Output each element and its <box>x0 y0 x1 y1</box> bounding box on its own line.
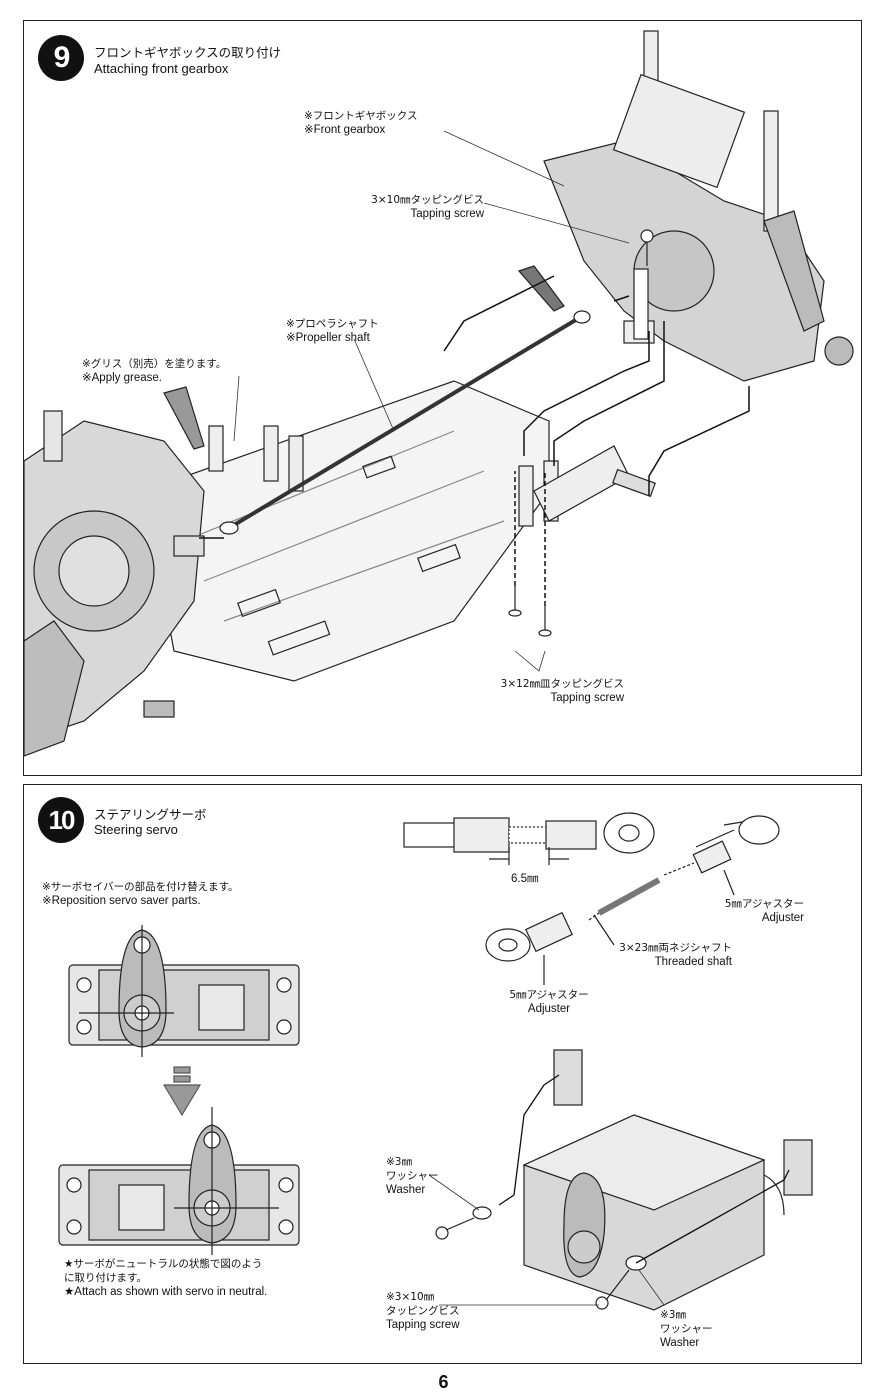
label-tapping-screw-3x10: 3×10㎜タッピングビス Tapping screw <box>371 194 484 220</box>
rear-output-cup <box>173 535 205 557</box>
grease-tube-a <box>163 386 205 450</box>
step9-panel: 9 フロントギヤボックスの取り付け Attaching front gearbo… <box>23 20 862 776</box>
label-neutral-note: ★サーボがニュートラルの状態で図のよう に取り付けます。 ★Attach as … <box>64 1258 268 1298</box>
label-tapping-screw-3x12: 3×12㎜皿タッピングビス Tapping screw <box>500 678 624 704</box>
step10-panel: 10 ステアリングサーボ Steering servo <box>23 784 862 1364</box>
step10-servo-illustration <box>58 812 813 1311</box>
label-threaded-shaft: 3×23㎜両ネジシャフト Threaded shaft <box>619 942 732 968</box>
grease-tube-b <box>517 265 565 312</box>
front-gearbox-mount <box>633 268 649 340</box>
page-number: 6 <box>438 1372 449 1392</box>
step10-badge: 10 <box>38 797 84 843</box>
servo-mount-3d <box>435 1049 813 1311</box>
step9-assembly-illustration <box>24 30 854 757</box>
front-screw-head <box>640 229 654 243</box>
label-washer-b: ※3㎜ ワッシャー Washer <box>660 1309 713 1349</box>
turnbuckle-diagram <box>403 812 780 985</box>
servo-top-view-after <box>58 1107 300 1255</box>
step9-title-jp: フロントギヤボックスの取り付け <box>94 45 282 60</box>
propeller-shaft <box>227 316 581 530</box>
front-gearbox <box>543 30 854 382</box>
step9-badge: 9 <box>38 35 84 81</box>
servo-top-view-before <box>68 925 300 1057</box>
label-adjuster-right: 5㎜アジャスター Adjuster <box>724 898 804 924</box>
step10-title-en: Steering servo <box>94 822 178 837</box>
label-reposition-servo-saver: ※サーボセイバーの部品を付け替えます。 ※Reposition servo sa… <box>42 881 239 907</box>
label-dim-6-5mm: 6.5㎜ <box>511 873 539 885</box>
step10-title-jp: ステアリングサーボ <box>94 807 207 822</box>
label-apply-grease: ※グリス（別売）を塗ります。 ※Apply grease. <box>82 358 227 384</box>
step9-title-en: Attaching front gearbox <box>94 61 229 76</box>
rear-gearbox <box>24 410 205 757</box>
label-adjuster-left: 5㎜アジャスター Adjuster <box>509 989 589 1015</box>
step10-number: 10 <box>48 804 76 835</box>
chassis-plate <box>143 380 550 682</box>
screws-3x12 <box>508 586 552 637</box>
label-front-gearbox: ※フロントギヤボックス ※Front gearbox <box>304 110 418 136</box>
label-propeller-shaft: ※プロペラシャフト ※Propeller shaft <box>286 318 379 344</box>
label-washer-a: ※3㎜ ワッシャー Washer <box>386 1156 439 1196</box>
step9-number: 9 <box>53 41 71 74</box>
label-tapping-screw-3x10-servo: ※3×10㎜ タッピングビス Tapping screw <box>386 1291 460 1331</box>
down-arrow <box>162 1066 202 1117</box>
